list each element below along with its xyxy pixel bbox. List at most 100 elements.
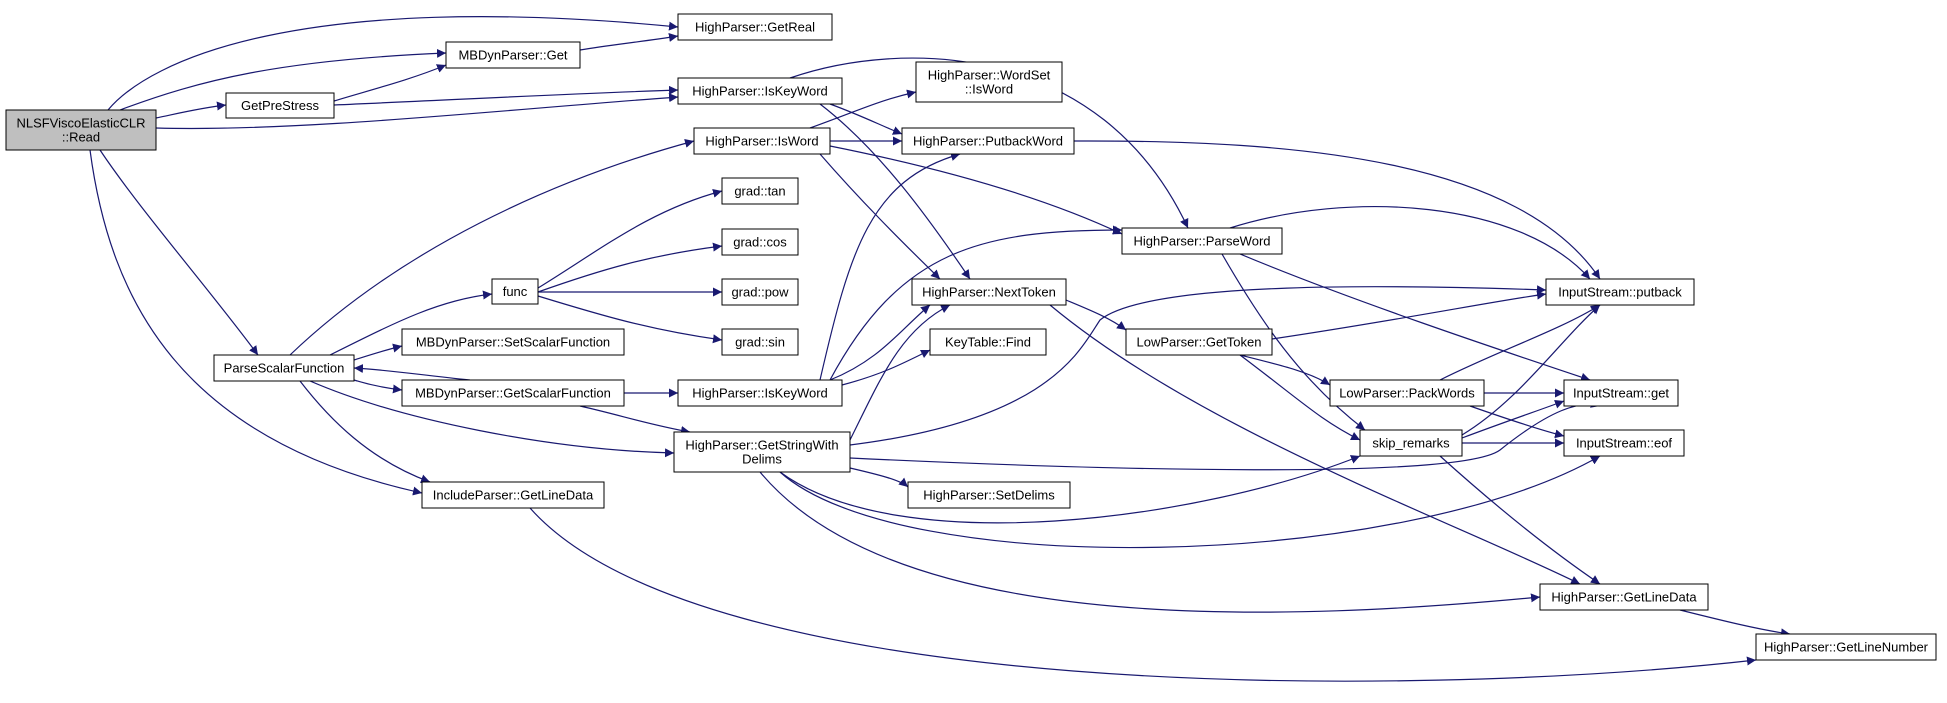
edge-root-to-iskeyword1 bbox=[155, 93, 679, 130]
node-box bbox=[901, 127, 1075, 155]
node-label: ::IsWord bbox=[965, 82, 1013, 97]
node-parseword[interactable]: HighParser::ParseWord bbox=[1121, 227, 1283, 255]
node-box bbox=[721, 328, 799, 356]
node-box bbox=[1755, 633, 1937, 661]
edge-root-to-mbget bbox=[119, 48, 447, 111]
edge-nexttoken-to-hpgetline bbox=[1049, 304, 1581, 585]
node-gettoken[interactable]: LowParser::GetToken bbox=[1125, 328, 1273, 356]
edge-getprestress-to-iskeyword1 bbox=[333, 85, 679, 106]
node-label: func bbox=[503, 284, 528, 299]
node-mbget[interactable]: MBDynParser::Get bbox=[445, 41, 581, 69]
edge-root-to-includeline bbox=[89, 149, 423, 496]
node-isword[interactable]: HighParser::IsWord bbox=[693, 127, 831, 155]
edge-getstring-to-iseof bbox=[779, 455, 1601, 549]
node-box bbox=[1121, 227, 1283, 255]
node-label: IncludeParser::GetLineData bbox=[433, 488, 594, 503]
node-box bbox=[915, 61, 1063, 103]
node-func[interactable]: func bbox=[491, 278, 539, 305]
node-box bbox=[1359, 429, 1463, 457]
edge-parsescalar-to-func bbox=[329, 290, 493, 356]
edge-func-to-sin bbox=[537, 295, 723, 344]
edge-getstring-to-setdelims bbox=[849, 467, 909, 488]
node-label: grad::sin bbox=[735, 335, 785, 350]
node-parsescalar[interactable]: ParseScalarFunction bbox=[213, 354, 355, 382]
node-label: InputStream::putback bbox=[1558, 285, 1682, 300]
node-isputback[interactable]: InputStream::putback bbox=[1545, 278, 1695, 306]
node-tan[interactable]: grad::tan bbox=[721, 177, 799, 205]
edge-iskeyword2-to-find bbox=[841, 349, 931, 386]
node-label: HighParser::GetLineData bbox=[1551, 590, 1697, 605]
node-putback[interactable]: HighParser::PutbackWord bbox=[901, 127, 1075, 155]
node-box bbox=[1545, 278, 1695, 306]
function-nodes: NLSFViscoElasticCLR::ReadHighParser::Get… bbox=[5, 13, 1937, 661]
node-label: HighParser::WordSet bbox=[928, 68, 1051, 83]
node-iskeyword1[interactable]: HighParser::IsKeyWord bbox=[677, 77, 843, 105]
node-getlinenumber[interactable]: HighParser::GetLineNumber bbox=[1755, 633, 1937, 661]
edge-getstring-to-isget bbox=[849, 399, 1601, 471]
node-box bbox=[1125, 328, 1273, 356]
node-find[interactable]: KeyTable::Find bbox=[929, 328, 1047, 356]
node-setscalar[interactable]: MBDynParser::SetScalarFunction bbox=[401, 328, 625, 356]
node-label: Delims bbox=[742, 452, 782, 467]
node-box bbox=[421, 481, 605, 509]
node-box bbox=[907, 481, 1071, 509]
edge-packwords-to-iseof bbox=[1469, 405, 1565, 439]
call-edges bbox=[89, 16, 1791, 682]
node-hpgetline[interactable]: HighParser::GetLineData bbox=[1539, 583, 1709, 611]
node-box bbox=[721, 177, 799, 205]
edge-root-to-parsescalar bbox=[99, 149, 259, 356]
node-skipremarks[interactable]: skip_remarks bbox=[1359, 429, 1463, 457]
node-box bbox=[721, 278, 799, 306]
node-box bbox=[673, 431, 851, 473]
node-label: HighParser::IsKeyWord bbox=[692, 84, 828, 99]
node-nexttoken[interactable]: HighParser::NextToken bbox=[911, 278, 1067, 306]
node-box bbox=[225, 92, 335, 119]
node-label: HighParser::PutbackWord bbox=[913, 134, 1063, 149]
edge-gettoken-to-isputback bbox=[1271, 290, 1547, 340]
node-getreal[interactable]: HighParser::GetReal bbox=[677, 13, 833, 41]
node-box bbox=[1563, 379, 1679, 407]
node-box bbox=[911, 278, 1067, 306]
node-label: HighParser::GetStringWith bbox=[685, 438, 838, 453]
node-isget[interactable]: InputStream::get bbox=[1563, 379, 1679, 407]
node-iskeyword2[interactable]: HighParser::IsKeyWord bbox=[677, 379, 843, 407]
edge-getstring-to-isputback bbox=[849, 285, 1547, 446]
node-label: HighParser::NextToken bbox=[922, 285, 1056, 300]
node-includeline[interactable]: IncludeParser::GetLineData bbox=[421, 481, 605, 509]
node-label: MBDynParser::SetScalarFunction bbox=[416, 335, 610, 350]
node-label: HighParser::GetLineNumber bbox=[1764, 640, 1929, 655]
edge-packwords-to-isputback bbox=[1439, 304, 1601, 381]
node-getprestress[interactable]: GetPreStress bbox=[225, 92, 335, 119]
node-label: InputStream::eof bbox=[1576, 436, 1672, 451]
node-sin[interactable]: grad::sin bbox=[721, 328, 799, 356]
node-packwords[interactable]: LowParser::PackWords bbox=[1329, 379, 1485, 407]
edge-nexttoken-to-gettoken bbox=[1065, 299, 1127, 331]
edge-iskeyword1-to-nexttoken bbox=[819, 103, 971, 280]
node-box bbox=[929, 328, 1047, 356]
node-iseof[interactable]: InputStream::eof bbox=[1563, 429, 1685, 457]
node-cos[interactable]: grad::cos bbox=[721, 228, 799, 256]
edge-iskeyword2-to-parseword bbox=[829, 225, 1123, 381]
edge-isword-to-nexttoken bbox=[819, 153, 941, 280]
edge-parsescalar-to-isword bbox=[289, 139, 695, 356]
node-root[interactable]: NLSFViscoElasticCLR::Read bbox=[5, 109, 157, 151]
node-label: MBDynParser::GetScalarFunction bbox=[415, 386, 611, 401]
edge-skipremarks-to-isputback bbox=[1461, 304, 1601, 436]
edge-getstring-to-skipremarks bbox=[779, 455, 1361, 524]
node-setdelims[interactable]: HighParser::SetDelims bbox=[907, 481, 1071, 509]
node-box bbox=[401, 379, 625, 407]
edge-parsescalar-to-includeline bbox=[299, 380, 431, 484]
node-label: HighParser::SetDelims bbox=[923, 488, 1055, 503]
node-wordset[interactable]: HighParser::WordSet::IsWord bbox=[915, 61, 1063, 103]
node-label: grad::pow bbox=[731, 285, 789, 300]
node-getscalar[interactable]: MBDynParser::GetScalarFunction bbox=[401, 379, 625, 407]
edge-isword-to-parseword bbox=[829, 145, 1123, 235]
node-label: MBDynParser::Get bbox=[458, 48, 567, 63]
node-label: grad::tan bbox=[734, 184, 785, 199]
node-box bbox=[5, 109, 157, 151]
node-box bbox=[693, 127, 831, 155]
node-label: HighParser::ParseWord bbox=[1133, 234, 1270, 249]
node-pow[interactable]: grad::pow bbox=[721, 278, 799, 306]
edge-gettoken-to-skipremarks bbox=[1239, 354, 1361, 441]
